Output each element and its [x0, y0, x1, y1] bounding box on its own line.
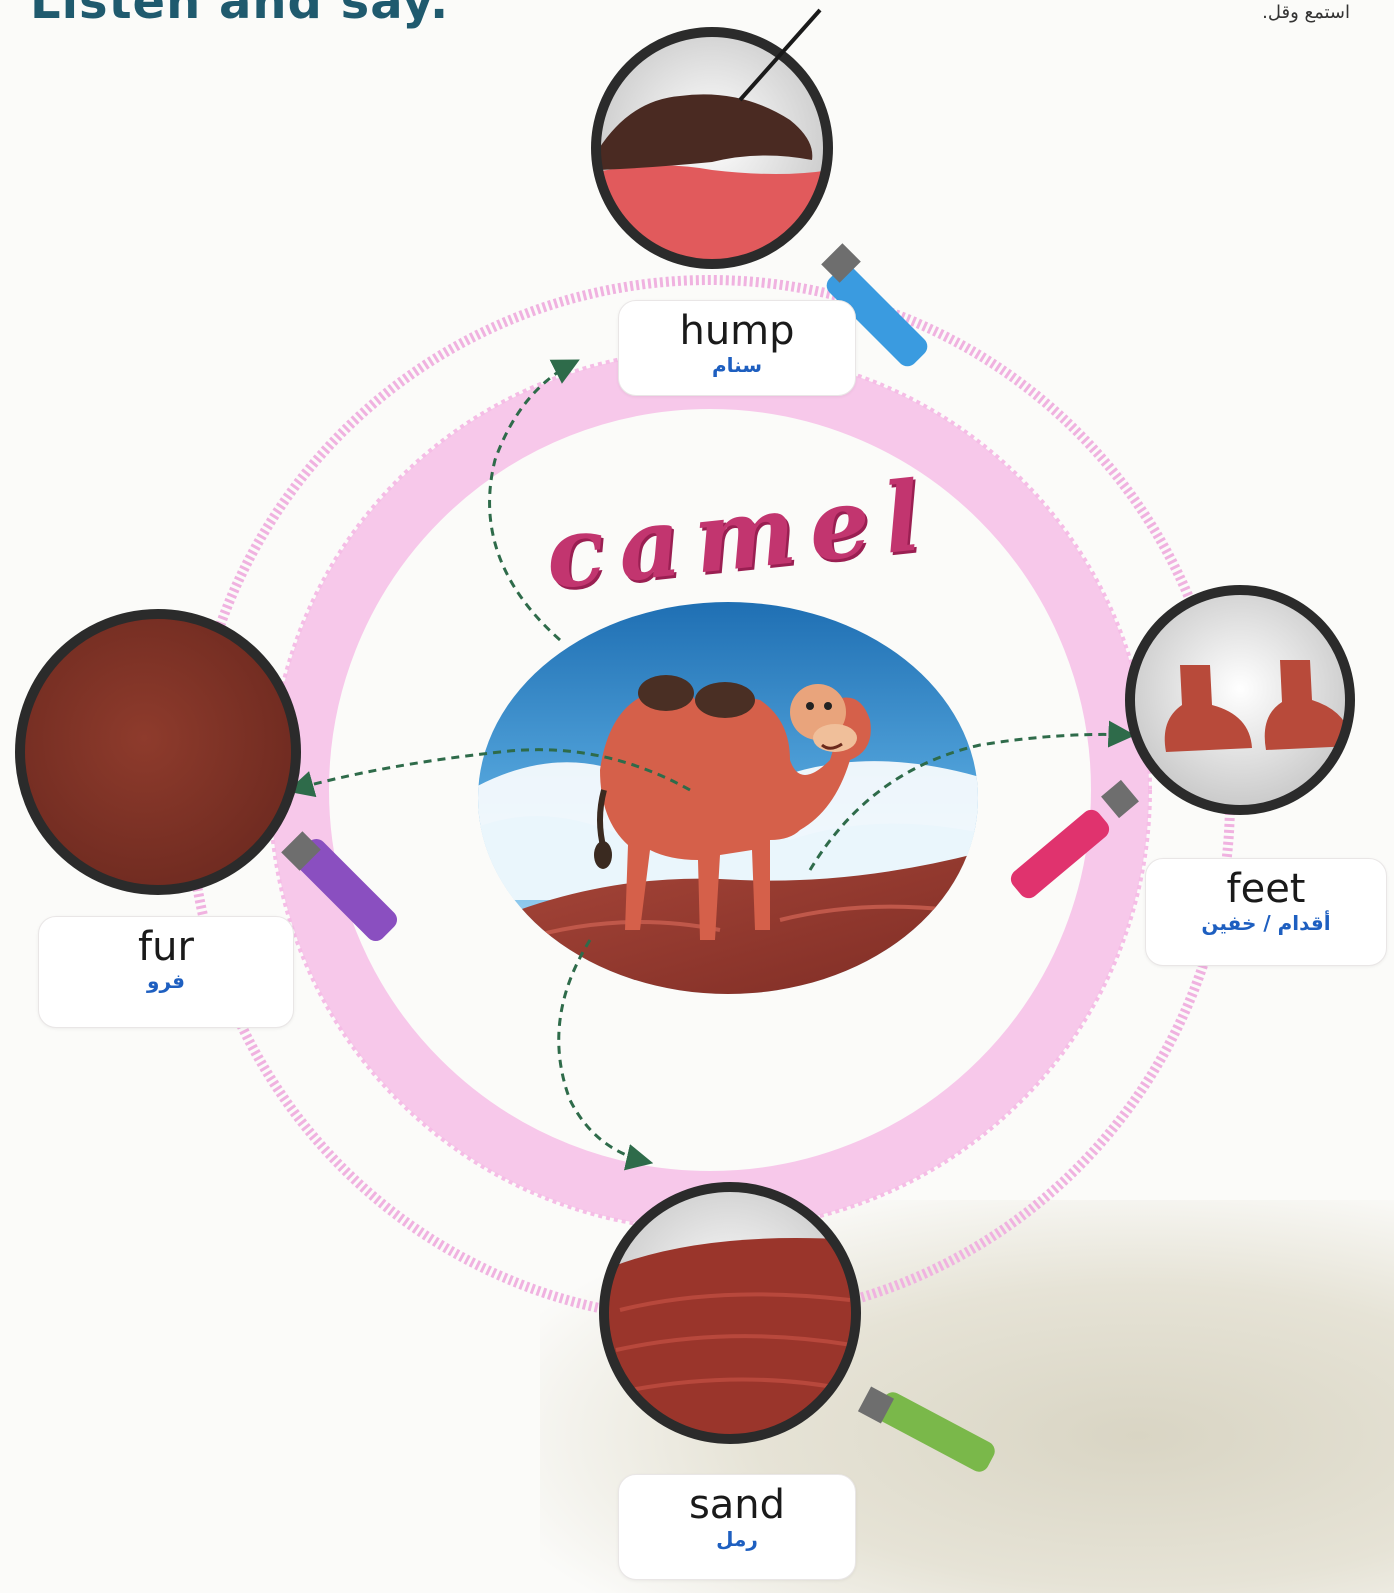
label-sand: sand رمل [618, 1474, 856, 1580]
label-hump-ar: سنام [619, 353, 855, 377]
label-hump-en: hump [619, 309, 855, 353]
label-fur-en: fur [39, 925, 293, 969]
label-fur-ar: فرو [39, 969, 293, 993]
label-hump: hump سنام [618, 300, 856, 396]
label-fur: fur فرو [38, 916, 294, 1028]
sand-magnifier [604, 1187, 998, 1475]
feet-magnifier [1007, 590, 1352, 902]
camel-illustration [470, 602, 990, 1000]
label-feet: feet أقدام / خفين [1145, 858, 1387, 966]
label-feet-en: feet [1146, 867, 1386, 911]
label-sand-ar: رمل [619, 1527, 855, 1551]
label-sand-en: sand [619, 1483, 855, 1527]
label-feet-ar: أقدام / خفين [1146, 911, 1386, 935]
